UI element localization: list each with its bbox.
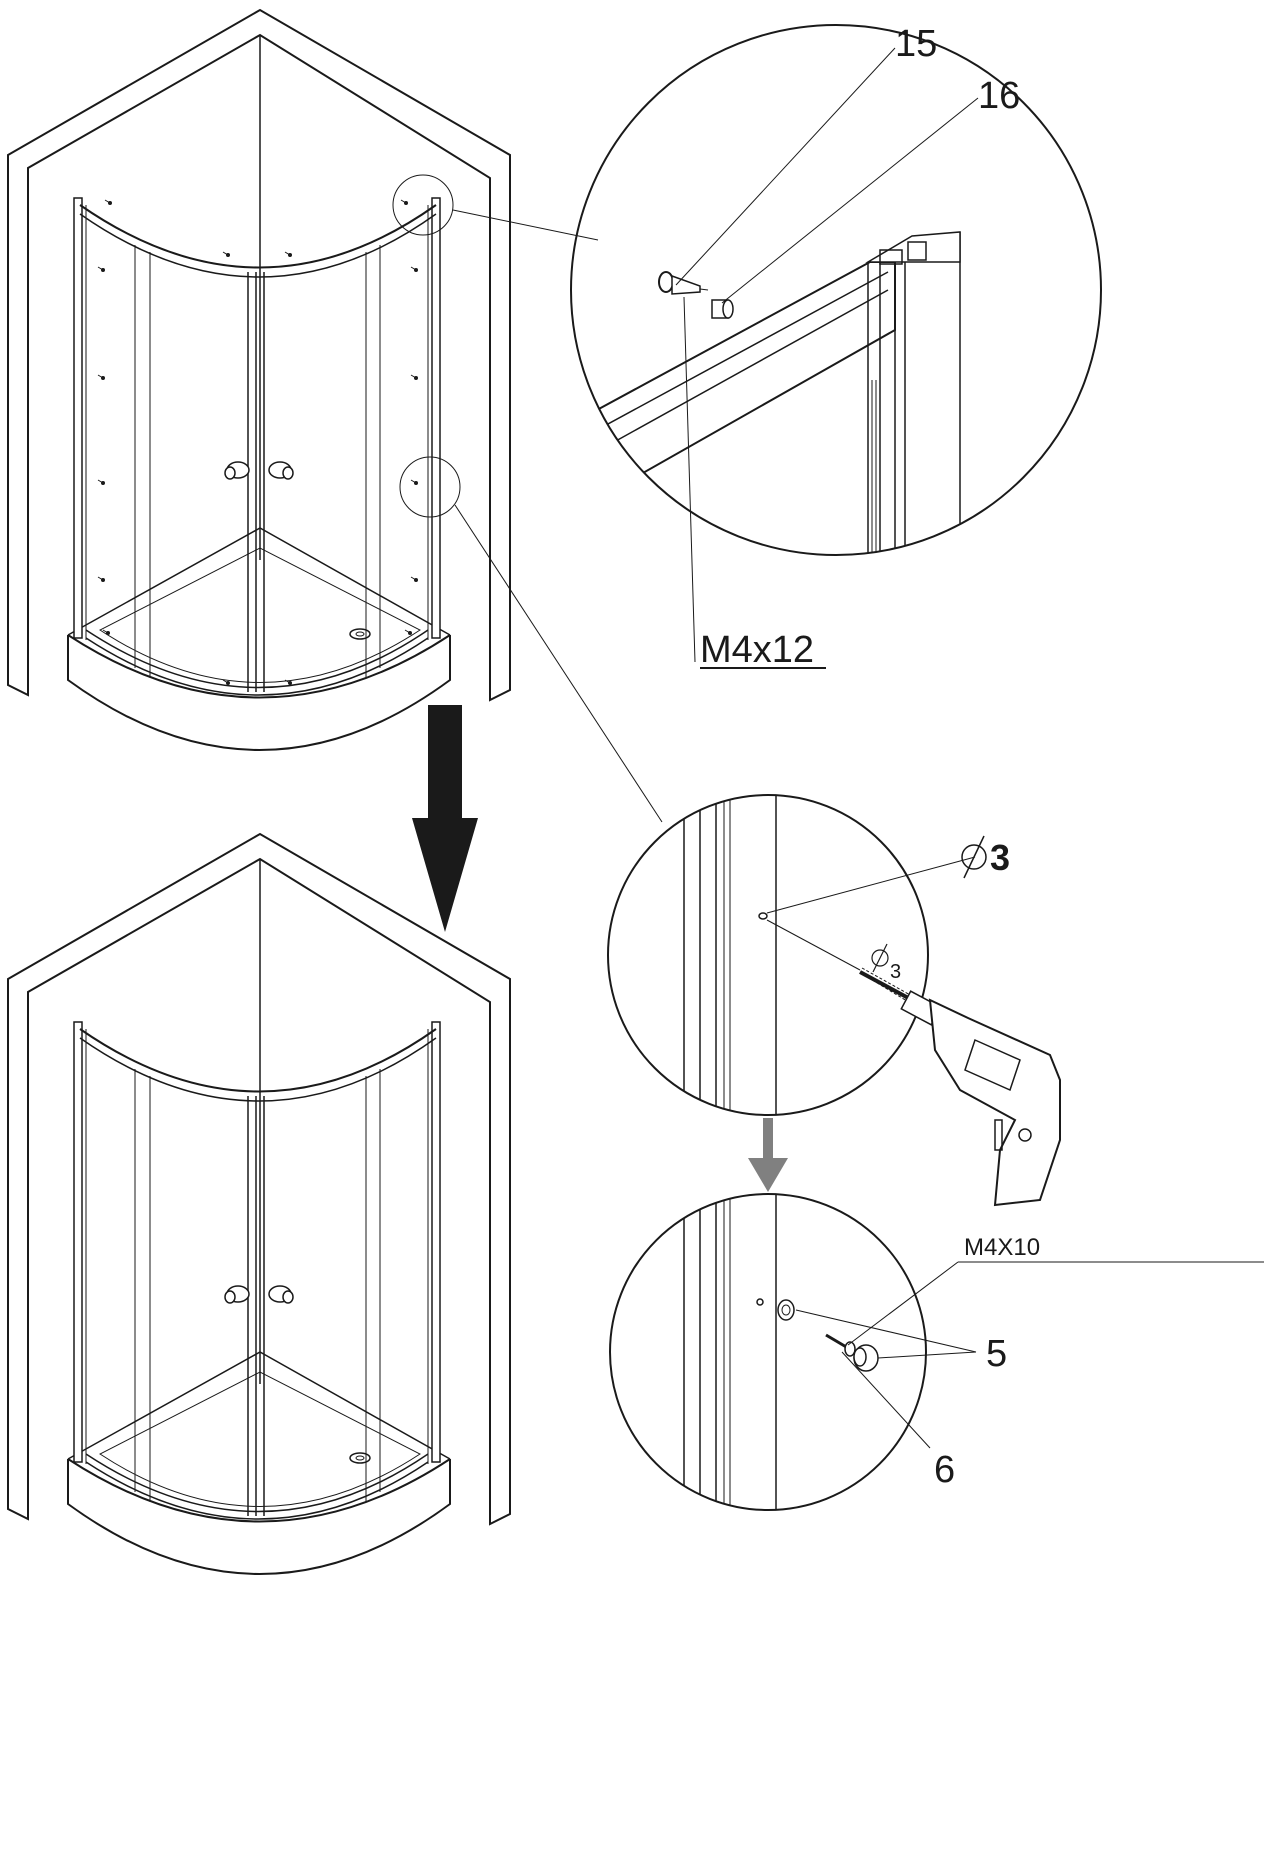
drill-icon	[859, 967, 1061, 1207]
zoom-detail-top: 15 16 M4x12	[570, 23, 1102, 671]
screw-m4x12-label: M4x12	[700, 629, 814, 671]
zoom-detail-drill: 3 3	[607, 794, 1061, 1207]
detail-marker-side	[399, 456, 461, 518]
screw-icon	[658, 271, 709, 295]
shower-enclosure-before	[7, 9, 663, 823]
screw-markers	[97, 199, 419, 686]
part-5-label: 5	[986, 1333, 1007, 1375]
drill-size-label: 3	[990, 837, 1010, 878]
part-16-label: 16	[978, 75, 1020, 117]
washer-icon	[777, 1299, 795, 1321]
drill-bit-size-label: 3	[890, 961, 901, 983]
cap-icon	[853, 1344, 879, 1372]
small-down-arrow-icon	[748, 1118, 788, 1192]
detail-marker-top	[392, 174, 454, 236]
zoom-detail-fixing: M4X10 5 6	[609, 1193, 1264, 1511]
part-6-label: 6	[934, 1449, 955, 1491]
diameter-symbol-small-icon	[871, 943, 889, 973]
down-arrow-icon	[412, 705, 478, 932]
shower-enclosure-after	[7, 833, 511, 1575]
screw-m4x10-label: M4X10	[964, 1234, 1040, 1261]
diameter-symbol-icon	[961, 835, 987, 879]
screw-icon	[825, 1333, 856, 1357]
washer-icon	[711, 299, 734, 319]
part-15-label: 15	[895, 23, 937, 65]
